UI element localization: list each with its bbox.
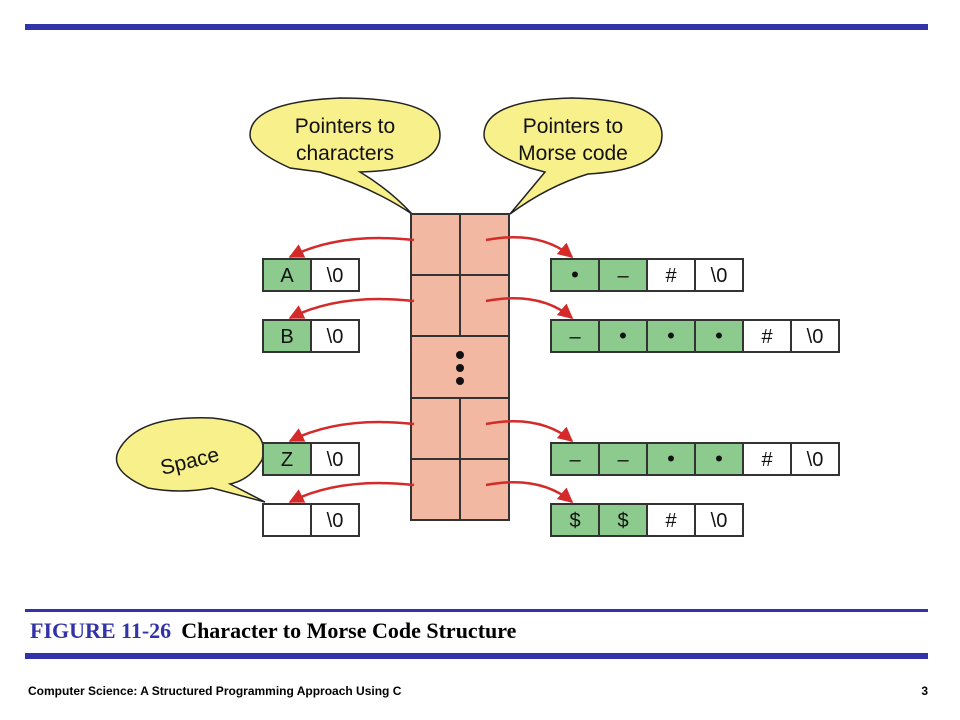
morse-string-cell <box>646 442 696 476</box>
char-string-row: A \0 <box>262 258 360 292</box>
morse-string-cell-text: # <box>761 326 773 348</box>
morse-string-cell-text: $ <box>569 510 580 532</box>
callout-chars-line1: Pointers to <box>295 115 395 138</box>
char-string-cell-text: B <box>280 326 293 348</box>
morse-strings: • – # \0 – • • • # \0 – – • • # \0 $ $ # \0 <box>550 258 840 537</box>
morse-string-cell <box>694 258 744 292</box>
morse-string-cell <box>598 319 648 353</box>
morse-string-cell-text: \0 <box>807 449 824 471</box>
character-strings: A\0B\0Z\0\0 <box>262 258 360 537</box>
callout-morse-line2: Morse code <box>518 142 628 165</box>
morse-string-cell <box>550 258 600 292</box>
callout-chars-line2: characters <box>296 142 394 165</box>
arrow-to-B <box>288 297 415 320</box>
morse-string-cell-text: – <box>617 265 629 287</box>
callout-pointers-to-characters: Pointers to characters <box>249 97 441 215</box>
morse-string-row: • – # \0 <box>550 258 744 292</box>
morse-string-row: – • • • # \0 <box>550 319 840 353</box>
morse-string-cell-text: – <box>617 449 629 471</box>
figure-number: FIGURE 11-26 <box>30 618 172 643</box>
morse-structure-diagram: Pointers to characters Pointers to Morse… <box>115 97 840 537</box>
morse-string-cell-text: # <box>761 449 773 471</box>
arrow-to-morse-A <box>485 236 574 258</box>
char-string-cell <box>310 319 360 353</box>
char-string-cell-text: A <box>280 265 294 287</box>
callout-space: Space <box>115 417 266 503</box>
morse-string-cell-text: # <box>665 510 677 532</box>
footer-page-number: 3 <box>921 684 928 698</box>
arrow-to-A <box>288 236 415 259</box>
char-string-row: B \0 <box>262 319 360 353</box>
char-string-cell-text: \0 <box>327 449 344 471</box>
char-string-cell-text: Z <box>281 449 293 471</box>
morse-string-cell-text: \0 <box>711 265 728 287</box>
morse-string-cell-text: # <box>665 265 677 287</box>
morse-string-cell <box>694 503 744 537</box>
morse-string-cell <box>550 319 600 353</box>
char-string-cell <box>310 503 360 537</box>
pointer-array <box>410 213 510 521</box>
figure-caption: FIGURE 11-26 Character to Morse Code Stru… <box>30 618 516 644</box>
morse-string-cell <box>790 319 840 353</box>
char-string-cell <box>262 503 312 537</box>
char-string-cell-text: \0 <box>327 265 344 287</box>
morse-string-cell-text: • <box>571 262 579 287</box>
morse-string-cell <box>646 319 696 353</box>
caption-bottom-rule <box>25 653 928 659</box>
arrow-to-morse-B <box>485 297 574 319</box>
char-string-row: Z \0 <box>262 442 360 476</box>
morse-string-cell-text: – <box>569 449 581 471</box>
morse-string-cell-text: • <box>715 323 723 348</box>
caption-top-rule <box>25 609 928 612</box>
char-string-row: \0 <box>262 503 360 537</box>
morse-string-cell <box>790 442 840 476</box>
char-string-cell <box>310 442 360 476</box>
morse-string-cell-text: $ <box>617 510 628 532</box>
morse-string-cell <box>598 442 648 476</box>
morse-string-cell-text: • <box>667 323 675 348</box>
morse-string-cell <box>550 442 600 476</box>
arrow-to-space <box>288 481 415 504</box>
morse-string-cell <box>646 503 696 537</box>
morse-string-row: – – • • # \0 <box>550 442 840 476</box>
top-rule <box>25 24 928 30</box>
morse-string-cell <box>694 319 744 353</box>
morse-string-cell-text: • <box>667 446 675 471</box>
figure-title: Character to Morse Code Structure <box>181 618 517 643</box>
array-ellipsis <box>456 351 464 385</box>
morse-string-cell-text: \0 <box>807 326 824 348</box>
morse-string-cell-text: \0 <box>711 510 728 532</box>
footer-book-title: Computer Science: A Structured Programmi… <box>28 684 402 698</box>
morse-string-cell-text: • <box>619 323 627 348</box>
morse-string-cell <box>742 442 792 476</box>
arrow-to-morse-Z <box>485 420 574 442</box>
char-string-cell <box>310 258 360 292</box>
char-string-cell <box>262 258 312 292</box>
morse-string-cell <box>598 258 648 292</box>
arrow-to-Z <box>288 420 415 443</box>
char-string-cell <box>262 319 312 353</box>
pointer-arrows <box>288 236 574 504</box>
callout-pointers-to-morse-code: Pointers to Morse code <box>483 97 663 215</box>
morse-string-cell-text: – <box>569 326 581 348</box>
char-string-cell-text: \0 <box>327 510 344 532</box>
morse-string-cell-text: • <box>715 446 723 471</box>
char-string-cell-text: \0 <box>327 326 344 348</box>
arrow-to-morse-space <box>485 481 574 503</box>
morse-string-row: $ $ # \0 <box>550 503 744 537</box>
callout-morse-line1: Pointers to <box>523 115 623 138</box>
morse-string-cell <box>694 442 744 476</box>
